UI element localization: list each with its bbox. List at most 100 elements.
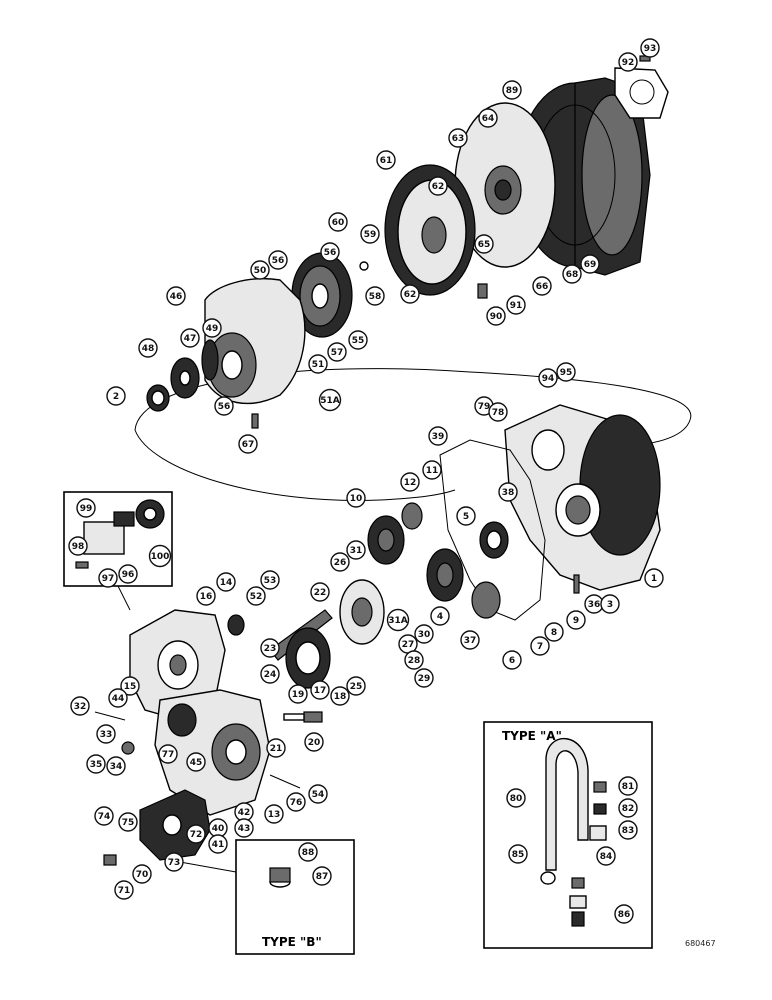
callout-label: 25	[350, 682, 363, 692]
callout-61: 61	[376, 150, 396, 170]
bearing-5	[479, 521, 509, 559]
callout-circle	[234, 818, 254, 838]
callout-circle	[260, 664, 280, 684]
callout-34: 34	[106, 756, 126, 776]
callout-circle	[264, 804, 284, 824]
callout-label: 6	[509, 656, 515, 666]
cover-plate-63	[454, 102, 556, 268]
callout-circle	[70, 696, 90, 716]
front-cover-13	[154, 689, 271, 816]
callout-label: 57	[331, 348, 344, 358]
callout-label: 36	[588, 600, 601, 610]
callout-label: 55	[352, 336, 365, 346]
callout-20: 20	[304, 732, 324, 752]
callout-circle	[428, 176, 448, 196]
callout-circle	[562, 264, 582, 284]
callout-74: 74	[94, 806, 114, 826]
callout-48: 48	[138, 338, 158, 358]
callout-circle	[158, 744, 178, 764]
callout-label: 13	[268, 810, 281, 820]
callout-label: 19	[292, 690, 305, 700]
callout-circle	[530, 636, 550, 656]
callout-label: 5	[463, 512, 469, 522]
type-a-title: TYPE "A"	[502, 729, 562, 743]
callout-circle	[414, 668, 434, 688]
callout-circle	[428, 426, 448, 446]
callout-label: 56	[272, 256, 285, 266]
callout-36: 36	[584, 594, 604, 614]
callout-circle	[448, 128, 468, 148]
washer-59	[359, 261, 369, 271]
callout-label: 48	[142, 344, 155, 354]
callout-label: 61	[380, 156, 393, 166]
callout-73: 73	[164, 852, 184, 872]
callout-label: 44	[112, 694, 125, 704]
callout-circle	[430, 606, 450, 626]
callout-label: 64	[482, 114, 495, 124]
callout-label: 32	[74, 702, 87, 712]
callout-label: 3	[607, 600, 613, 610]
callout-41: 41	[208, 834, 228, 854]
callout-54: 54	[308, 784, 328, 804]
callout-circle	[400, 284, 420, 304]
callout-circle	[118, 812, 138, 832]
callout-label: 82	[622, 804, 635, 814]
callout-label: 91	[510, 301, 523, 311]
callout-circle	[86, 754, 106, 774]
callout-31A: 31A	[386, 608, 410, 632]
callout-circle	[488, 402, 508, 422]
callout-circle	[327, 342, 347, 362]
callout-label: 27	[402, 640, 415, 650]
callout-64: 64	[478, 108, 498, 128]
callout-circle	[508, 844, 528, 864]
callout-label: 86	[618, 910, 631, 920]
callout-18: 18	[330, 686, 350, 706]
callout-45: 45	[186, 752, 206, 772]
callout-circle	[544, 622, 564, 642]
callout-label: 38	[502, 488, 515, 498]
callout-circle	[328, 212, 348, 232]
inset-type-a-box	[483, 721, 653, 949]
callout-circle	[286, 792, 306, 812]
callout-4: 4	[430, 606, 450, 626]
callout-57: 57	[327, 342, 347, 362]
callout-89: 89	[502, 80, 522, 100]
callout-label: 42	[238, 808, 251, 818]
callout-label: 14	[220, 578, 233, 588]
callout-circle	[260, 570, 280, 590]
callout-40: 40	[208, 818, 228, 838]
callout-circle	[346, 488, 366, 508]
callout-label: 88	[302, 848, 315, 858]
callout-circle	[376, 150, 396, 170]
callout-label: 23	[264, 644, 277, 654]
callout-14: 14	[216, 572, 236, 592]
gear-plate-26	[339, 579, 385, 645]
inset-cover-box	[63, 491, 173, 611]
impeller-housing-46	[201, 278, 306, 405]
callout-95: 95	[556, 362, 576, 382]
callout-circle	[68, 536, 88, 556]
callout-97: 97	[98, 568, 118, 588]
callout-21: 21	[266, 738, 286, 758]
callout-52: 52	[246, 586, 266, 606]
pin-3	[573, 574, 580, 594]
callout-46: 46	[166, 286, 186, 306]
callout-label: 22	[314, 588, 327, 598]
callout-24: 24	[260, 664, 280, 684]
callout-label: 63	[452, 134, 465, 144]
callout-label: 7	[537, 642, 543, 652]
callout-label: 99	[80, 504, 93, 514]
callout-label: 41	[212, 840, 225, 850]
callout-circle	[506, 295, 526, 315]
gasket-39	[439, 439, 546, 621]
callout-circle	[346, 540, 366, 560]
callout-99: 99	[76, 498, 96, 518]
callout-77: 77	[158, 744, 178, 764]
callout-circle	[120, 676, 140, 696]
callout-circle	[538, 368, 558, 388]
callout-label: 10	[350, 494, 363, 504]
callout-circle	[422, 460, 442, 480]
callout-label: 12	[404, 478, 417, 488]
callout-label: 39	[432, 432, 445, 442]
callout-26: 26	[330, 552, 350, 572]
